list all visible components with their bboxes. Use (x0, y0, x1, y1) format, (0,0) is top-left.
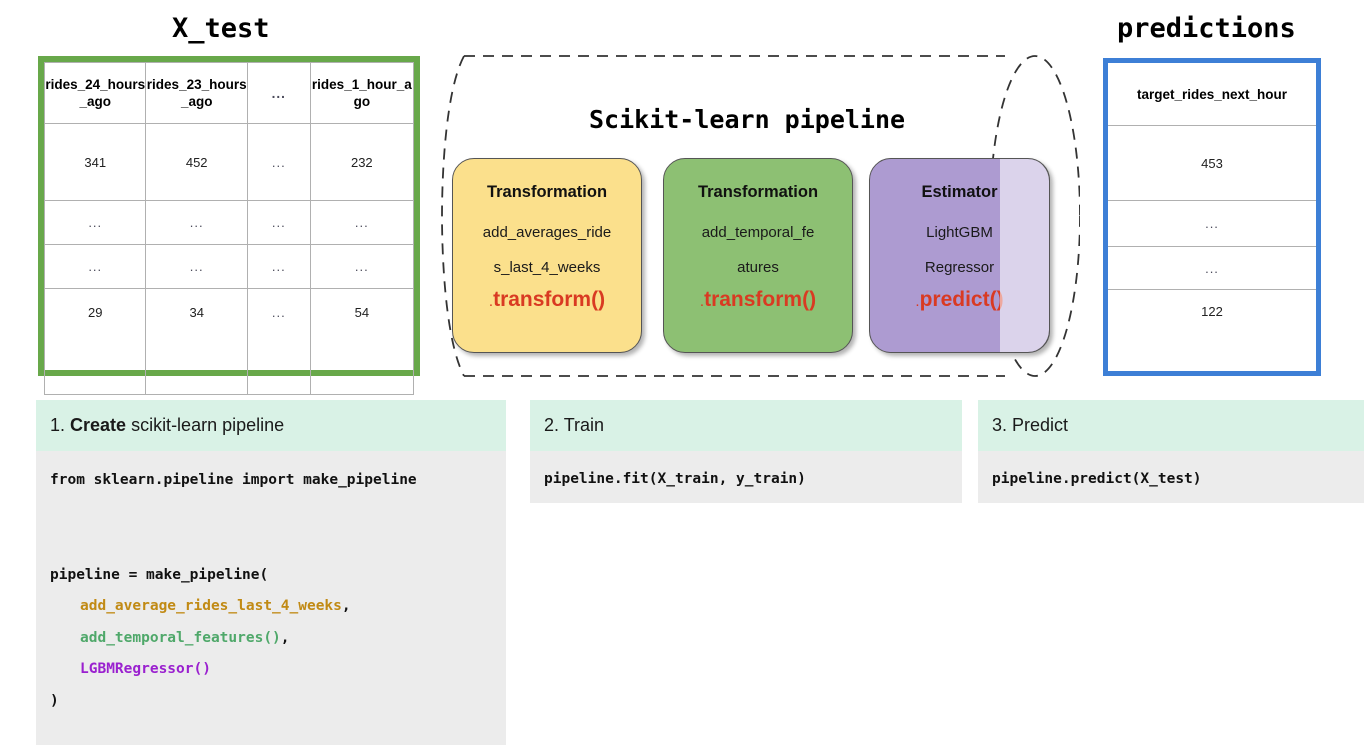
stage-name-line-2: Regressor (924, 259, 995, 276)
method-name: transform() (493, 288, 606, 311)
cell: ... (246, 200, 311, 245)
method-dot: . (915, 293, 920, 310)
stage-method-label: .transform() (664, 288, 852, 314)
cell: ... (246, 288, 311, 395)
method-name: transform() (704, 288, 817, 311)
code-close-paren: ) (50, 692, 59, 709)
method-dot: . (488, 293, 494, 310)
cell: 232 (309, 123, 415, 201)
pipeline-stage-transformation-1[interactable]: Transformation add_averages_ride s_last_… (452, 158, 642, 353)
cell: ... (1108, 200, 1316, 247)
code-line-assign: pipeline = make_pipeline( (50, 566, 269, 583)
table-row: ... (1108, 200, 1316, 247)
table-row: ... ... ... ... (43, 244, 415, 289)
column-header-ellipsis: ... (246, 62, 311, 124)
step-2-header: 2. Train (530, 400, 962, 451)
method-dot: . (699, 293, 705, 310)
cell: 452 (145, 123, 248, 201)
column-header-rides-24-hours-ago: rides_24_hours_ago (43, 62, 147, 124)
cell: ... (145, 244, 248, 289)
cell: ... (246, 123, 311, 201)
code-arg-2-comma: , (280, 629, 290, 646)
cell: ... (43, 200, 147, 245)
table-header-row: target_rides_next_hour (1108, 63, 1316, 126)
x-test-table: rides_24_hours_ago rides_23_hours_ago ..… (38, 56, 420, 395)
cell: ... (43, 244, 147, 289)
step-3-code-block: pipeline.predict(X_test) (978, 451, 1364, 503)
step-3-number: 3. (992, 415, 1008, 435)
step-1-number: 1. (50, 415, 66, 435)
column-header-target-rides-next-hour: target_rides_next_hour (1108, 63, 1316, 126)
code-arg-1-comma: , (341, 598, 351, 614)
step-2-number: 2. (544, 415, 560, 435)
cell: 34 (145, 288, 248, 395)
code-arg-3: LGBMRegressor() (80, 661, 211, 677)
code-arg-1: add_average_rides_last_4_weeks (80, 598, 342, 614)
code-line-import: from sklearn.pipeline import make_pipeli… (50, 472, 417, 488)
stage-method-label: .predict() (870, 288, 1049, 314)
stage-kind-label: Estimator (921, 183, 998, 201)
table-row: ... (1108, 246, 1316, 290)
step-card-create: 1. Create scikit-learn pipeline from skl… (36, 400, 506, 745)
stage-method-label: .transform() (453, 288, 641, 314)
step-2-code-block: pipeline.fit(X_train, y_train) (530, 451, 962, 503)
step-card-train: 2. Train pipeline.fit(X_train, y_train) (530, 400, 962, 503)
cell: 341 (43, 123, 147, 201)
page-title-predictions: predictions (1117, 13, 1296, 44)
table-row: 122 (1108, 289, 1316, 389)
stage-name-line-2: s_last_4_weeks (493, 259, 601, 276)
pipeline-title: Scikit-learn pipeline (589, 105, 906, 134)
stage-kind-label: Transformation (697, 183, 819, 201)
column-header-rides-23-hours-ago: rides_23_hours_ago (145, 62, 248, 124)
step-1-title-rest: scikit-learn pipeline (126, 415, 285, 435)
cell: 29 (43, 288, 147, 395)
table-header-row: rides_24_hours_ago rides_23_hours_ago ..… (43, 62, 415, 124)
cell: ... (309, 200, 415, 245)
table-row: 341 452 ... 232 (43, 123, 415, 201)
stage-kind-label: Transformation (486, 183, 608, 201)
method-name: predict() (919, 288, 1004, 311)
cell: ... (145, 200, 248, 245)
stage-name-line-2: atures (737, 259, 779, 276)
table-row: 29 34 ... 54 (43, 288, 415, 395)
stage-name-line-1: add_temporal_fe (701, 224, 815, 241)
table-row: ... ... ... ... (43, 200, 415, 245)
stage-name-label: add_averages_ride s_last_4_weeks (453, 215, 641, 285)
predictions-table: target_rides_next_hour 453 ... ... 122 (1103, 58, 1321, 389)
step-2-title-rest: Train (559, 415, 605, 435)
pipeline-stage-estimator[interactable]: Estimator LightGBM Regressor .predict() (869, 158, 1050, 353)
stage-name-line-1: add_averages_ride (482, 224, 612, 241)
step-1-header: 1. Create scikit-learn pipeline (36, 400, 506, 451)
column-header-rides-1-hour-ago: rides_1_hour_ago (309, 62, 415, 124)
table-row: 453 (1108, 125, 1316, 201)
stage-name-label: LightGBM Regressor (870, 215, 1049, 285)
pipeline-stage-transformation-2[interactable]: Transformation add_temporal_fe atures .t… (663, 158, 853, 353)
step-card-predict: 3. Predict pipeline.predict(X_test) (978, 400, 1364, 503)
step-1-title-bold: Create (70, 415, 127, 435)
step-3-header: 3. Predict (978, 400, 1364, 451)
step-1-code-block: from sklearn.pipeline import make_pipeli… (36, 451, 506, 745)
cell: ... (309, 244, 415, 289)
stage-name-line-1: LightGBM (926, 224, 993, 241)
cell: 453 (1108, 125, 1316, 201)
cell: ... (246, 244, 311, 289)
stage-name-label: add_temporal_fe atures (664, 215, 852, 285)
cell: 54 (309, 288, 415, 395)
page-title-x-test: X_test (172, 13, 270, 44)
step-3-title-rest: Predict (1007, 415, 1069, 435)
cell: ... (1108, 246, 1316, 290)
cell: 122 (1108, 289, 1316, 389)
code-arg-2: add_temporal_features() (80, 629, 281, 646)
